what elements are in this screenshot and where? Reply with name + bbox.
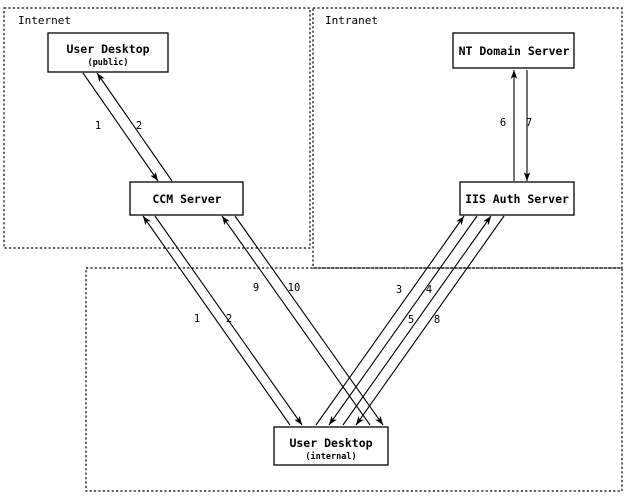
node-label-user-desktop-public: User Desktop xyxy=(66,42,149,56)
connection-conn-5 xyxy=(342,215,492,426)
node-iis-auth-server[interactable]: IIS Auth Server xyxy=(459,181,575,216)
node-sublabel-user-desktop-internal: (internal) xyxy=(305,451,356,462)
step-label-6-conn-6: 6 xyxy=(500,117,506,129)
step-label-5-conn-5: 5 xyxy=(408,314,414,326)
step-labels-layer: 1 2 1 2 9 10 3 4 5 8 6 7 xyxy=(95,117,532,326)
node-user-desktop-public[interactable]: User Desktop(public) xyxy=(47,32,169,73)
node-box-user-desktop-public[interactable] xyxy=(47,32,169,73)
step-label-3-conn-3: 3 xyxy=(396,284,402,296)
zones-layer: Internet Intranet xyxy=(3,7,623,492)
connection-conn-4 xyxy=(328,215,478,426)
node-label-ccm-server: CCM Server xyxy=(152,192,221,206)
step-label-9-conn-9: 9 xyxy=(253,282,259,294)
zone-internal-lan xyxy=(85,267,623,492)
step-label-7-conn-7: 7 xyxy=(526,117,532,129)
node-label-nt-domain-server: NT Domain Server xyxy=(459,44,570,58)
step-label-10-conn-10: 10 xyxy=(288,282,301,294)
step-label-1-conn-1-public: 1 xyxy=(95,120,101,132)
connection-conn-10 xyxy=(234,215,384,426)
connection-conn-8 xyxy=(355,215,505,426)
connection-conn-2-public xyxy=(96,72,173,182)
node-sublabel-user-desktop-public: (public) xyxy=(88,57,129,68)
node-box-nt-domain-server[interactable] xyxy=(452,32,575,69)
step-label-4-conn-4: 4 xyxy=(426,284,432,296)
zone-label-internet: Internet xyxy=(18,14,71,27)
zone-internet: Internet xyxy=(3,7,311,249)
step-label-1-conn-1-internal: 1 xyxy=(194,313,200,325)
node-label-user-desktop-internal: User Desktop xyxy=(289,436,372,450)
step-label-2-conn-2-internal: 2 xyxy=(226,313,232,325)
step-label-2-conn-2-public: 2 xyxy=(136,120,142,132)
node-user-desktop-internal[interactable]: User Desktop(internal) xyxy=(273,426,389,466)
node-box-ccm-server[interactable] xyxy=(129,181,244,216)
zone-label-intranet: Intranet xyxy=(325,14,378,27)
zone-boundary-internal-lan xyxy=(85,267,623,492)
node-label-iis-auth-server: IIS Auth Server xyxy=(465,192,569,206)
step-label-8-conn-8: 8 xyxy=(434,314,440,326)
node-box-iis-auth-server[interactable] xyxy=(459,181,575,216)
connections-layer xyxy=(82,70,531,426)
connection-conn-2-internal xyxy=(154,215,303,426)
node-box-user-desktop-internal[interactable] xyxy=(273,426,389,466)
connection-conn-1-internal xyxy=(142,215,291,426)
node-ccm-server[interactable]: CCM Server xyxy=(129,181,244,216)
node-nt-domain-server[interactable]: NT Domain Server xyxy=(452,32,575,69)
connection-conn-9 xyxy=(221,215,371,426)
connection-conn-3 xyxy=(315,215,465,426)
connection-conn-1-public xyxy=(82,72,159,182)
